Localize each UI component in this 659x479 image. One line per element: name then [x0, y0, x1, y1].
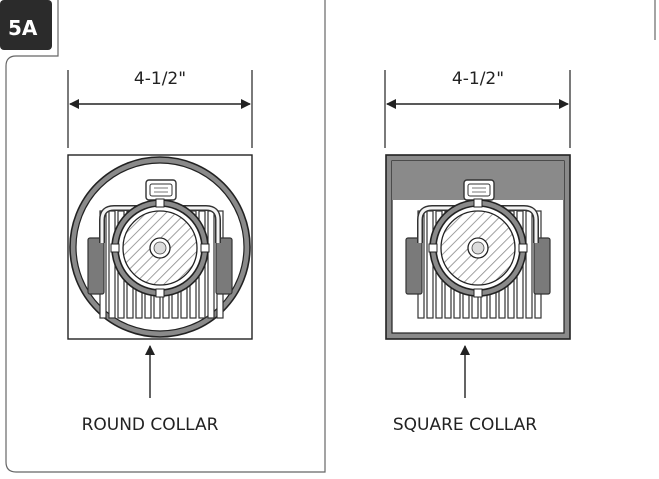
square-collar-dimension: 4-1/2" — [452, 69, 504, 89]
step-badge: 5A — [0, 0, 52, 50]
step-badge-label: 5A — [8, 16, 38, 40]
square-collar-figure: 4-1/2" SQUARE COLLAR — [384, 69, 571, 435]
left-panel-border — [5, 0, 326, 473]
round-collar-figure: 4-1/2" ROUND COLLAR — [67, 69, 253, 435]
square-collar-caption: SQUARE COLLAR — [393, 415, 537, 435]
round-collar-caption: ROUND COLLAR — [82, 415, 219, 435]
round-collar-dimension: 4-1/2" — [134, 69, 186, 89]
